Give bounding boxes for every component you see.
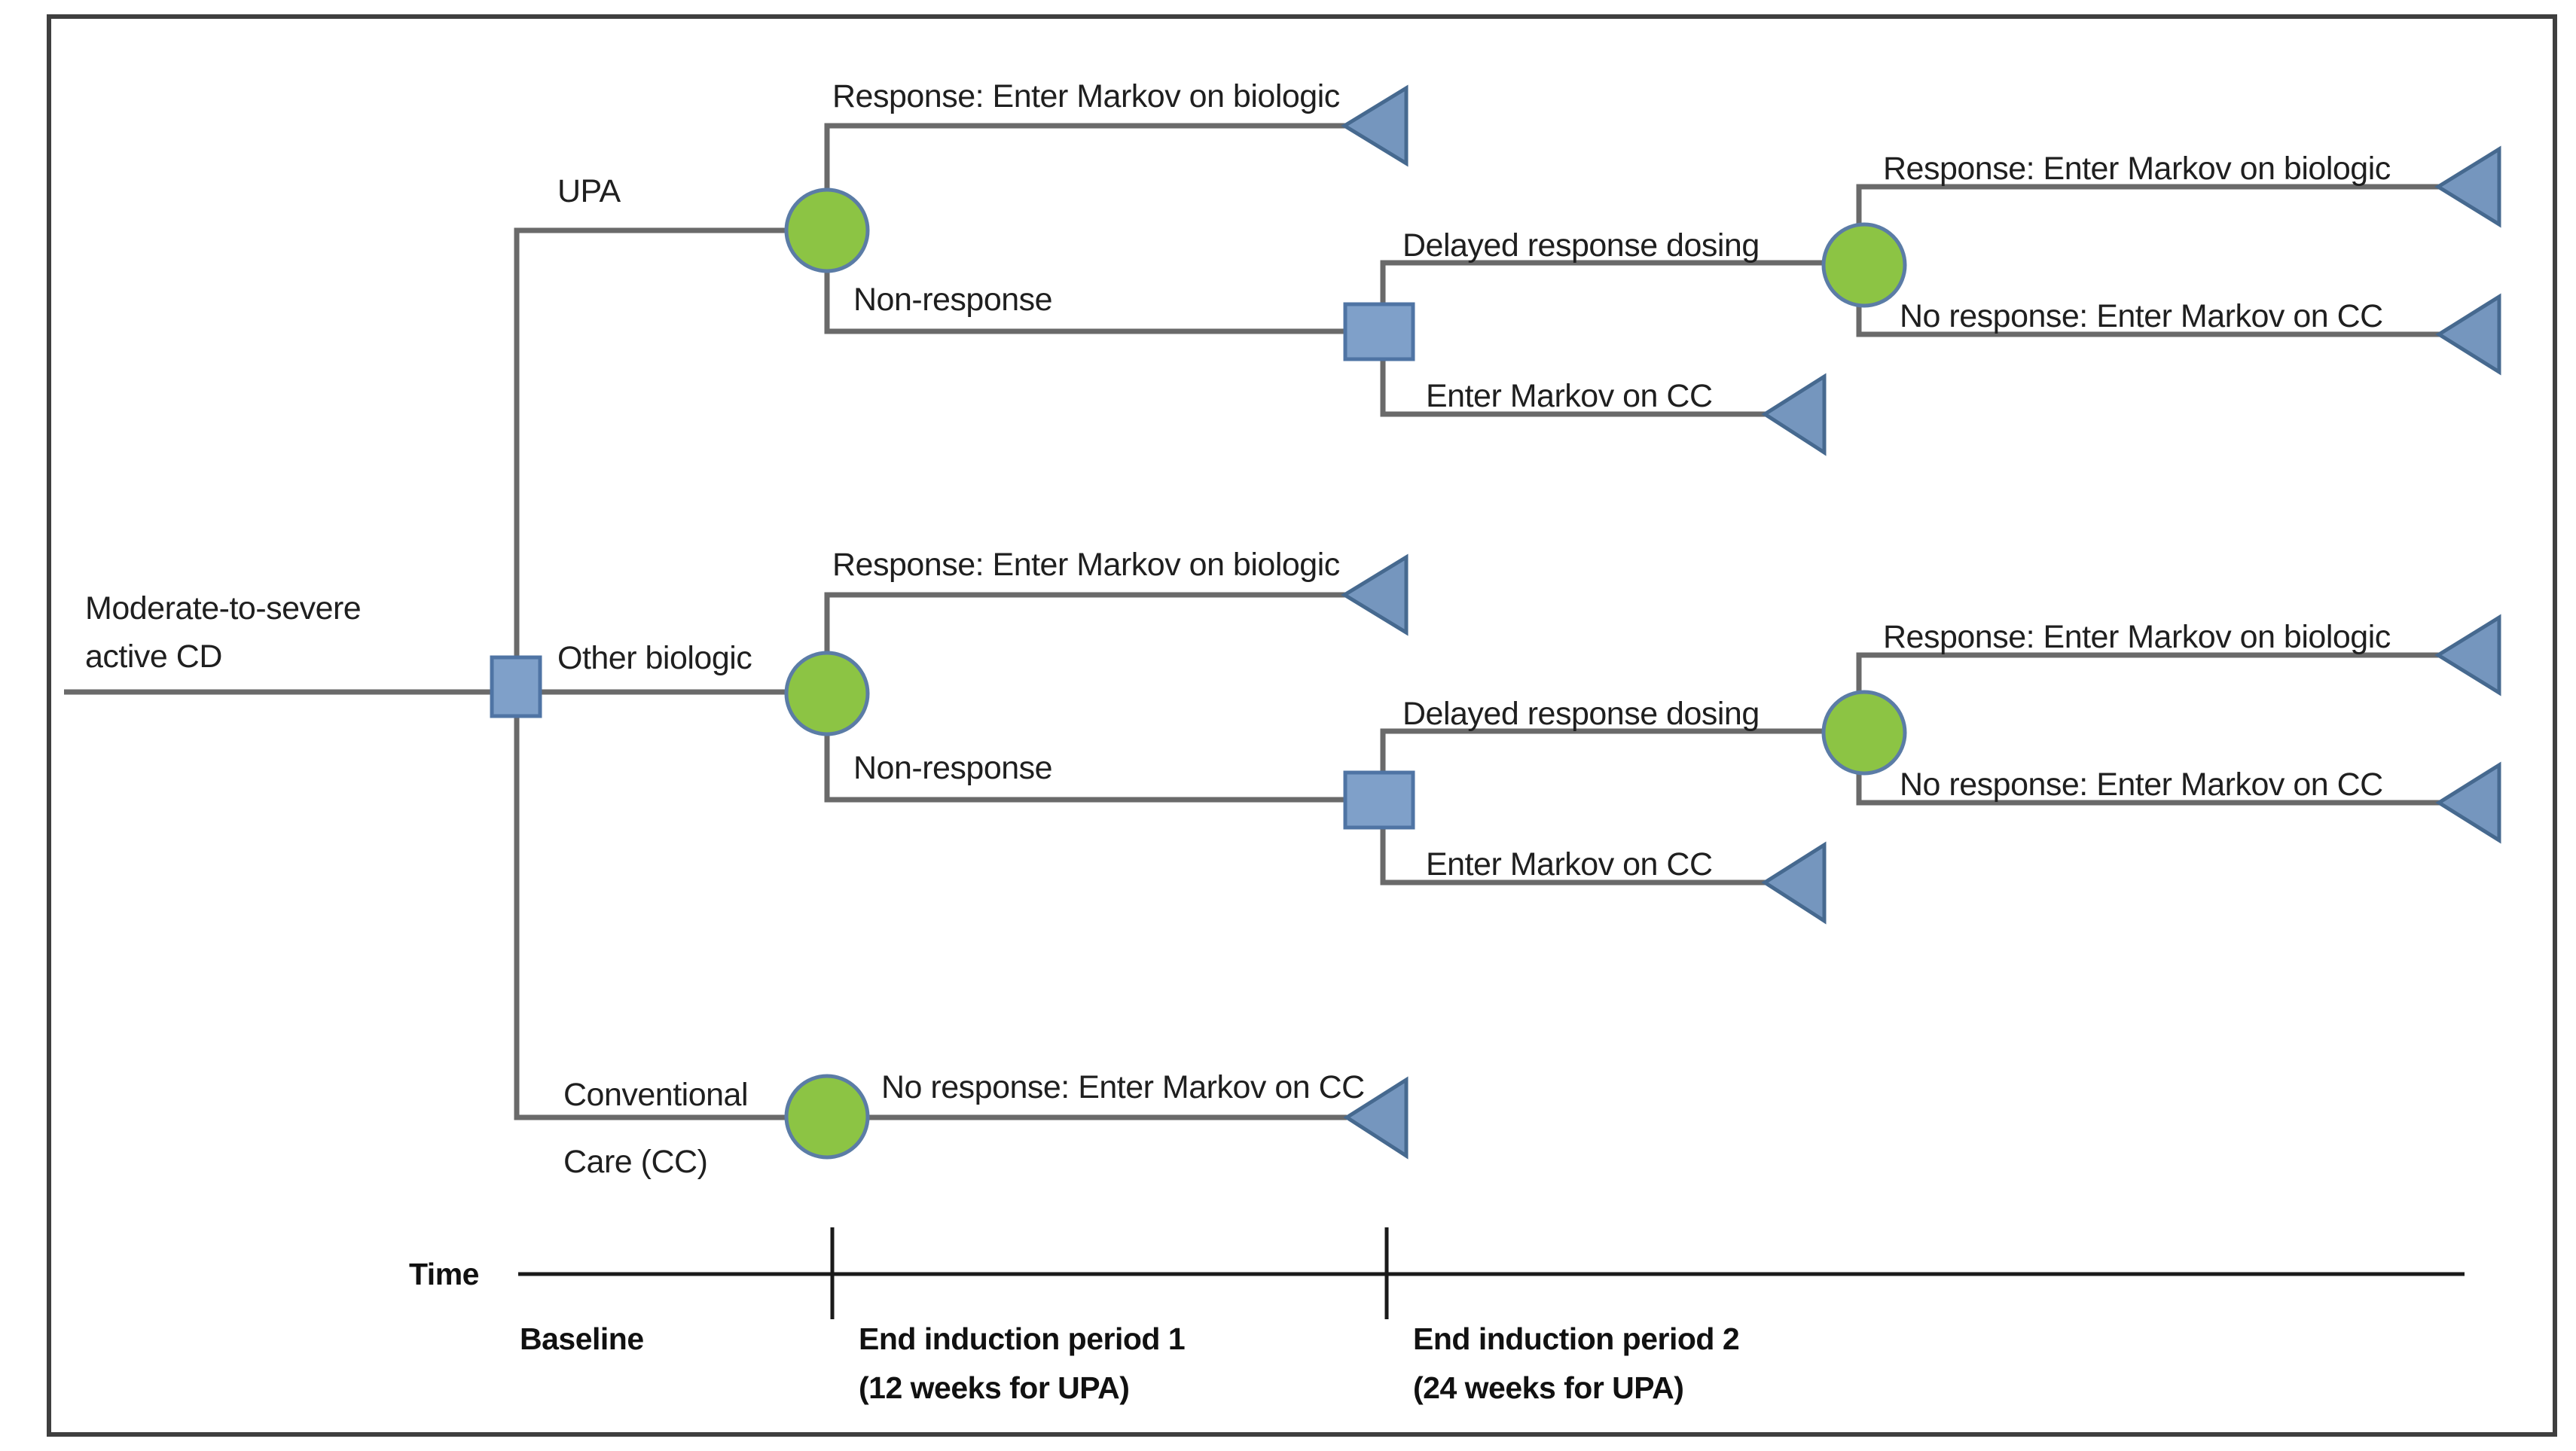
chance-node-icon-ob-delayed [1821,690,1907,776]
label-ob-delayed-response: Response: Enter Markov on biologic [1883,619,2391,655]
label-upa-enter-markov-cc: Enter Markov on CC [1426,378,1713,414]
label-upa-delayed-response: Response: Enter Markov on biologic [1883,151,2391,187]
edge-ob-enter-markov-cc [1380,826,1767,886]
terminal-node-icon-ob-delayed-noresponse [2435,761,2501,844]
label-ob-enter-markov-cc: Enter Markov on CC [1426,846,1713,882]
milestone-end-induction-2-sub: (24 weeks for UPA) [1413,1370,1683,1405]
terminal-node-icon-upa-response [1341,84,1409,167]
edge-upa-delayed-noresponse [1856,304,2441,337]
chance-node-icon-cc [784,1074,870,1160]
edge-ob-delayed-dosing [1380,728,1826,774]
terminal-node-icon-upa-enter-markov-cc [1761,373,1827,456]
edge-ob-response [824,592,1346,660]
terminal-node-icon-ob-delayed-response [2434,614,2501,697]
label-upa-response: Response: Enter Markov on biologic [832,78,1340,114]
label-ob-delayed-dosing: Delayed response dosing [1402,696,1760,732]
terminal-node-icon-upa-delayed-response [2434,145,2501,228]
terminal-node-icon-ob-response [1341,553,1409,636]
milestone-baseline: Baseline [520,1321,644,1356]
label-ob-delayed-noresponse: No response: Enter Markov on CC [1900,767,2383,803]
strategy-label-other-biologic: Other biologic [557,640,752,676]
label-upa-nonresponse: Non-response [853,282,1052,318]
edge-ob-delayed-noresponse [1856,771,2441,806]
chance-node-icon-upa [784,187,870,273]
edge-ob-delayed-response [1856,652,2440,694]
chance-node-icon-upa-delayed [1821,222,1907,308]
edge-upa-delayed-response [1856,184,2440,226]
label-upa-delayed-noresponse: No response: Enter Markov on CC [1900,298,2383,334]
milestone-end-induction-2: End induction period 2 [1413,1321,1739,1356]
decision-node-icon-root [490,655,542,718]
label-upa-delayed-dosing: Delayed response dosing [1402,227,1760,264]
strategy-label-upa: UPA [557,173,621,209]
time-axis-label: Time [409,1257,479,1291]
label-ob-response: Response: Enter Markov on biologic [832,547,1340,583]
strategy-label-cc-line2: Care (CC) [563,1144,707,1180]
edge-upa-delayed-dosing [1380,260,1826,306]
root-label-line1: Moderate-to-severe [85,590,361,626]
figure-border [47,14,2557,1437]
chance-node-icon-ob [784,651,870,736]
root-label-line2: active CD [85,639,222,675]
terminal-node-icon-upa-delayed-noresponse [2435,293,2501,376]
edge-upa-enter-markov-cc [1380,358,1767,417]
edge-upa-nonresponse [824,264,1348,334]
label-cc-noresponse: No response: Enter Markov on CC [881,1069,1365,1105]
label-ob-nonresponse: Non-response [853,750,1052,786]
decision-node-icon-upa-nonresponse [1343,302,1415,361]
decision-node-icon-ob-nonresponse [1343,770,1415,830]
edge-ob-nonresponse [824,727,1348,803]
terminal-node-icon-ob-enter-markov-cc [1761,841,1827,925]
milestone-end-induction-1: End induction period 1 [859,1321,1185,1356]
terminal-node-icon-cc-noresponse [1343,1076,1409,1160]
edge-upa-response [824,123,1346,197]
strategy-label-cc-line1: Conventional [563,1077,748,1113]
milestone-end-induction-1-sub: (12 weeks for UPA) [859,1370,1129,1405]
